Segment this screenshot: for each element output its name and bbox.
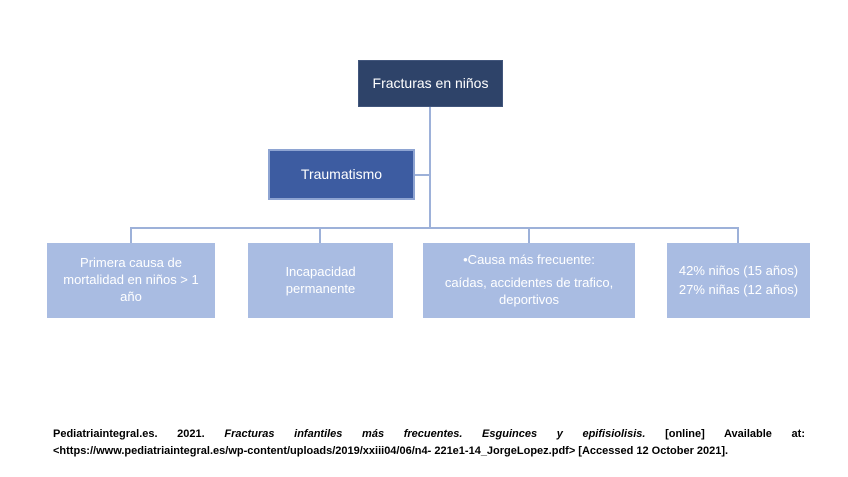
connector-drop-leaf-2 xyxy=(319,227,321,243)
citation-source: Pediatriaintegral.es. 2021. xyxy=(53,428,225,440)
leaf-text-line1: •Causa más frecuente: xyxy=(463,252,595,268)
leaf-text-line1: 42% niños (15 años) xyxy=(678,263,799,279)
level2-box-traumatismo: Traumatismo xyxy=(268,149,415,200)
leaf-box-mortalidad: Primera causa de mortalidad en niños > 1… xyxy=(47,243,215,318)
connector-drop-leaf-1 xyxy=(130,227,132,243)
level2-box-label: Traumatismo xyxy=(300,166,383,183)
connector-traumatismo-elbow xyxy=(415,174,430,176)
root-box-fracturas: Fracturas en niños xyxy=(358,60,503,107)
leaf-text: Incapacidad permanente xyxy=(285,263,356,296)
connector-root-vertical xyxy=(429,107,431,228)
connector-drop-leaf-4 xyxy=(737,227,739,243)
connector-drop-leaf-3 xyxy=(528,227,530,243)
leaf-box-incapacidad: Incapacidad permanente xyxy=(248,243,393,318)
leaf-box-estadisticas: 42% niños (15 años) 27% niñas (12 años) xyxy=(667,243,810,318)
leaf-box-causas: •Causa más frecuente: caídas, accidentes… xyxy=(423,243,635,318)
citation: Pediatriaintegral.es. 2021. Fracturas in… xyxy=(53,426,805,459)
connector-horizontal-bus xyxy=(130,227,739,229)
root-box-label: Fracturas en niños xyxy=(372,75,489,92)
leaf-text-line2: 27% niñas (12 años) xyxy=(678,281,799,297)
leaf-text-line2: caídas, accidentes de trafico, deportivo… xyxy=(444,275,614,307)
leaf-text: Primera causa de mortalidad en niños > 1… xyxy=(63,255,199,304)
citation-title: Fracturas infantiles más frecuentes. Esg… xyxy=(224,428,666,440)
citation-access-info: [online] Available at: <https://www.pedi… xyxy=(53,428,806,457)
